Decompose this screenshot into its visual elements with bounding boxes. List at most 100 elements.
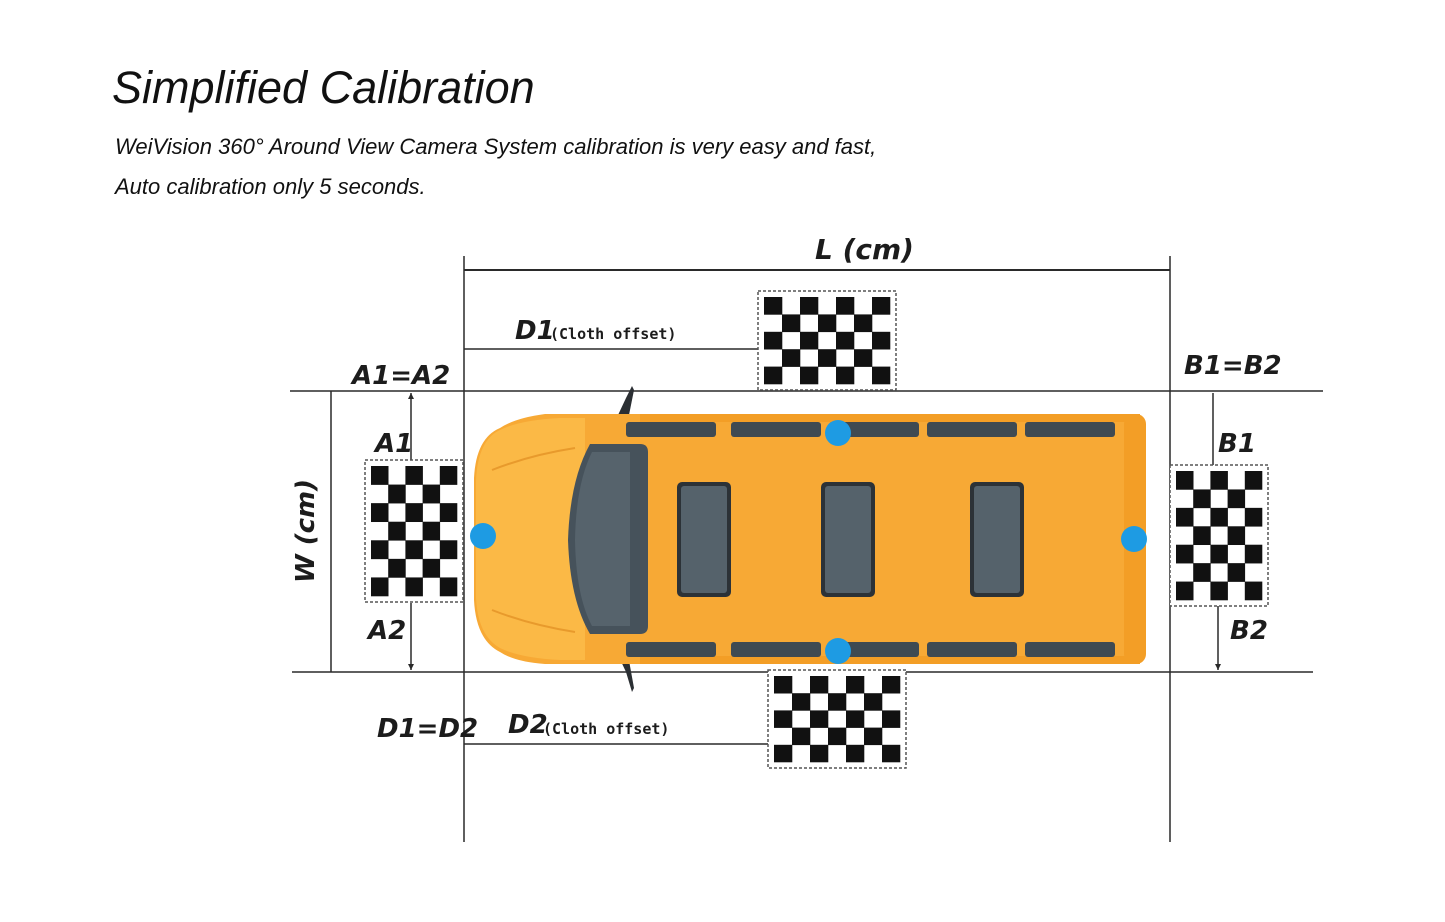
- b1-eq-b2-label: B1=B2: [1184, 351, 1282, 381]
- checkerboard-square: [854, 314, 873, 333]
- b2-arrow: [1215, 664, 1221, 670]
- checkerboard-square: [818, 314, 837, 333]
- roof-hatch-2-glass: [825, 486, 871, 593]
- side-window-bottom-5: [1025, 642, 1115, 657]
- checkerboard-square: [1193, 526, 1211, 546]
- calibration-cloth-left: [364, 459, 464, 603]
- checkerboard-square: [1176, 544, 1194, 564]
- checkerboard-square: [774, 744, 793, 763]
- checkerboard-square: [422, 484, 441, 504]
- checkerboard-square: [764, 297, 783, 315]
- checkerboard-square: [774, 710, 793, 728]
- width-label: W (cm): [291, 479, 321, 583]
- checkerboard-square: [846, 676, 865, 694]
- checkerboard-square: [810, 710, 829, 728]
- side-window-bottom-2: [731, 642, 821, 657]
- checkerboard-square: [405, 577, 423, 597]
- a1-label: A1: [373, 429, 413, 459]
- side-window-bottom-1: [626, 642, 716, 657]
- checkerboard-square: [1227, 563, 1246, 582]
- side-window-top-1: [626, 422, 716, 437]
- checkerboard-square: [774, 676, 793, 694]
- calibration-cloth-right: [1169, 464, 1269, 607]
- side-window-bottom-3: [829, 642, 919, 657]
- side-window-top-4: [927, 422, 1017, 437]
- checkerboard-square: [810, 744, 829, 763]
- bottom-camera-dot: [825, 638, 851, 664]
- checkerboard-square: [872, 331, 891, 350]
- checkerboard-square: [872, 297, 891, 315]
- checkerboard-square: [1210, 581, 1228, 601]
- d1-label: D1: [515, 316, 555, 346]
- checkerboard-square: [422, 521, 441, 541]
- checkerboard-square: [872, 366, 891, 385]
- checkerboard-square: [782, 314, 801, 333]
- checkerboard-square: [371, 577, 389, 597]
- d1-cloth-offset-label: (Cloth offset): [550, 325, 676, 343]
- roof-hatch-3-glass: [974, 486, 1020, 593]
- checkerboard-square: [1244, 471, 1263, 490]
- checkerboard-square: [405, 466, 423, 485]
- checkerboard-square: [800, 366, 819, 385]
- checkerboard-square: [388, 521, 406, 541]
- d2-label: D2: [508, 710, 548, 740]
- checkerboard-square: [1176, 507, 1194, 527]
- subtitle-line-1: WeiVision 360° Around View Camera System…: [115, 134, 877, 159]
- windshield-highlight: [575, 452, 630, 626]
- checkerboard-square: [422, 558, 441, 578]
- checkerboard-square: [1176, 581, 1194, 601]
- checkerboard-square: [882, 744, 901, 763]
- side-window-top-3: [829, 422, 919, 437]
- side-window-top-2: [731, 422, 821, 437]
- a2-label: A2: [366, 616, 406, 646]
- vehicle: [470, 386, 1147, 692]
- checkerboard-square: [388, 484, 406, 504]
- checkerboard-square: [371, 503, 389, 523]
- checkerboard-square: [846, 744, 865, 763]
- checkerboard-square: [405, 503, 423, 523]
- checkerboard-square: [439, 540, 458, 560]
- checkerboard-square: [405, 540, 423, 560]
- roof-rim-top: [640, 414, 1140, 422]
- side-window-bottom-4: [927, 642, 1017, 657]
- checkerboard-square: [828, 727, 847, 746]
- checkerboard-square: [792, 693, 811, 711]
- checkerboard-square: [1193, 563, 1211, 582]
- checkerboard-square: [800, 331, 819, 350]
- calibration-cloth-bottom: [767, 669, 907, 769]
- checkerboard-square: [764, 366, 783, 385]
- vehicle-front: [476, 418, 585, 660]
- page-title: Simplified Calibration: [112, 62, 535, 113]
- checkerboard-square: [439, 503, 458, 523]
- checkerboard-square: [1227, 526, 1246, 546]
- b1-label: B1: [1218, 429, 1256, 459]
- roof-rim-bottom: [640, 656, 1140, 664]
- checkerboard-square: [854, 349, 873, 367]
- checkerboard-square: [1210, 507, 1228, 527]
- checkerboard-square: [782, 349, 801, 367]
- checkerboard-square: [371, 466, 389, 485]
- b2-label: B2: [1230, 616, 1268, 646]
- d1-eq-d2-label: D1=D2: [377, 714, 478, 744]
- checkerboard-square: [1244, 581, 1263, 601]
- front-camera-dot: [470, 523, 496, 549]
- checkerboard-square: [1193, 489, 1211, 509]
- checkerboard-square: [864, 693, 883, 711]
- checkerboard-square: [439, 466, 458, 485]
- checkerboard-square: [828, 693, 847, 711]
- checkerboard-square: [1244, 507, 1263, 527]
- dimension-arrows: [408, 393, 1221, 670]
- checkerboard-square: [388, 558, 406, 578]
- checkerboard-square: [836, 366, 855, 385]
- subtitle-line-2: Auto calibration only 5 seconds.: [115, 174, 426, 199]
- checkerboard-square: [371, 540, 389, 560]
- top-camera-dot: [825, 420, 851, 446]
- checkerboard-square: [800, 297, 819, 315]
- hood-crease-top: [491, 447, 576, 471]
- checkerboard-square: [882, 710, 901, 728]
- checkerboard-square: [1210, 471, 1228, 490]
- a1-arrow: [408, 393, 414, 399]
- checkerboard-square: [882, 676, 901, 694]
- checkerboard-square: [836, 297, 855, 315]
